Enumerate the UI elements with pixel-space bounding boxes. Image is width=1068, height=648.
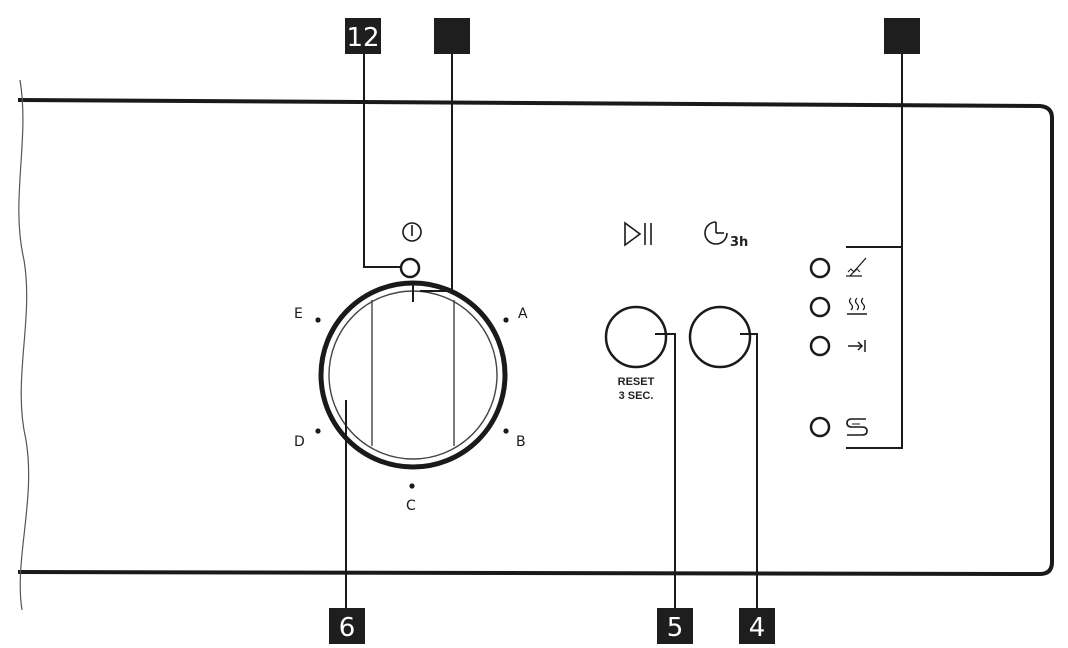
dial-label-a: A bbox=[518, 306, 528, 322]
heat-dry-led bbox=[809, 296, 831, 318]
salt-led bbox=[809, 416, 831, 438]
rinse-aid-led bbox=[809, 257, 831, 279]
leader-4 bbox=[740, 333, 758, 612]
salt-icon bbox=[846, 418, 868, 436]
callout-6-box bbox=[329, 608, 365, 644]
svg-text:3h: 3h bbox=[730, 235, 748, 250]
dial-dot-c bbox=[409, 483, 415, 489]
leader-5 bbox=[655, 333, 676, 612]
callout-top-mid-box bbox=[434, 18, 470, 54]
leader-12 bbox=[363, 48, 400, 268]
dial-dot-e bbox=[315, 317, 321, 323]
heat-dry-icon bbox=[847, 297, 867, 315]
panel-outline bbox=[17, 98, 1054, 577]
panel-wavy-edge bbox=[18, 79, 30, 611]
callout-5-box bbox=[657, 608, 693, 644]
leader-top-mid bbox=[420, 48, 453, 292]
callout-12-label: 12 bbox=[346, 23, 379, 53]
dial-label-b: B bbox=[516, 434, 526, 450]
callout-12-box bbox=[345, 18, 381, 54]
dial-dot-b bbox=[503, 428, 509, 434]
callout-4-label: 4 bbox=[749, 613, 766, 643]
callout-6-label: 6 bbox=[339, 613, 356, 643]
leader-top-right bbox=[846, 48, 903, 449]
reset-caption-line2: 3 SEC. bbox=[619, 390, 654, 402]
start-pause-button[interactable] bbox=[604, 305, 668, 369]
callout-5-label: 5 bbox=[667, 613, 684, 643]
delay-button[interactable] bbox=[688, 305, 752, 369]
callout-4-box bbox=[739, 608, 775, 644]
rinse-aid-icon bbox=[846, 257, 867, 277]
dial-label-c: C bbox=[406, 498, 416, 514]
callout-top-right-box bbox=[884, 18, 920, 54]
end-of-cycle-led bbox=[809, 335, 831, 357]
power-icon bbox=[402, 222, 422, 242]
reset-caption-line1: RESET bbox=[618, 376, 655, 388]
dial-label-e: E bbox=[294, 306, 303, 322]
power-led bbox=[399, 257, 421, 279]
program-dial[interactable] bbox=[318, 280, 508, 470]
dial-dot-d bbox=[315, 428, 321, 434]
dial-label-d: D bbox=[294, 434, 305, 450]
delay-timer-icon: 3h bbox=[704, 221, 748, 250]
end-of-cycle-icon bbox=[848, 340, 866, 352]
dial-dot-a bbox=[503, 317, 509, 323]
play-pause-icon bbox=[624, 221, 652, 247]
